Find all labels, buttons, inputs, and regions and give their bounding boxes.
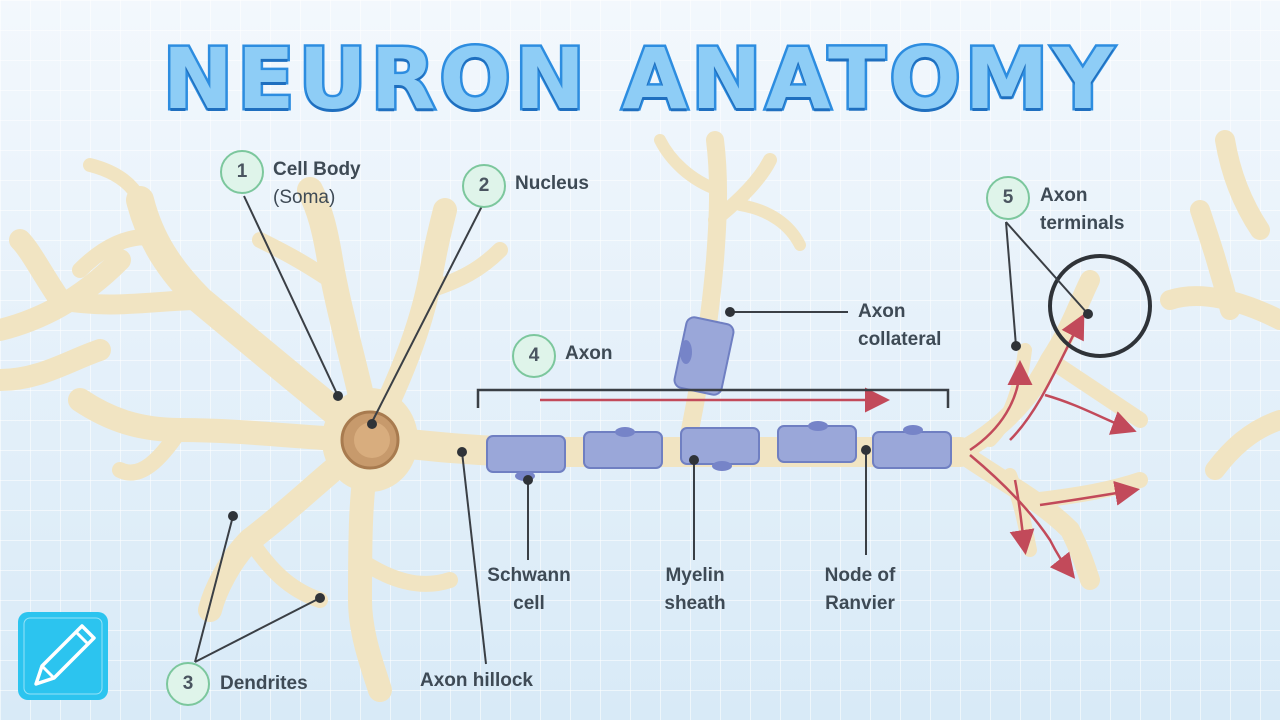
badge-axon: 4 [512, 334, 556, 378]
label-nucleus: Nucleus [515, 173, 589, 194]
label-axon-collateral: Axon collateral [858, 301, 942, 350]
badge-cell-body: 1 [220, 150, 264, 194]
label-axon: Axon [565, 343, 613, 364]
badge-dendrites: 3 [166, 662, 210, 706]
signal-arrows [540, 313, 1140, 579]
label-node-of-ranvier: Node of Ranvier [824, 565, 896, 614]
terminal-highlight-circle [1048, 254, 1152, 358]
badge-nucleus: 2 [462, 164, 506, 208]
label-dendrites: Dendrites [220, 673, 308, 694]
badge-axon-terminals: 5 [986, 176, 1030, 220]
page-title: NEURON ANATOMY [160, 28, 1118, 131]
label-schwann-cell: Schwann cell [487, 565, 571, 614]
label-cell-body: Cell Body (Soma) [273, 159, 361, 208]
axon-bracket [476, 388, 950, 408]
leader-lines [194, 195, 1089, 665]
pencil-icon [18, 612, 108, 700]
label-axon-terminals: Axon terminals [1040, 185, 1125, 234]
neuron-shape [0, 130, 1280, 702]
leader-dots [228, 307, 1093, 603]
label-axon-hillock: Axon hillock [420, 670, 533, 691]
label-myelin-sheath: Myelin sheath [664, 565, 726, 614]
